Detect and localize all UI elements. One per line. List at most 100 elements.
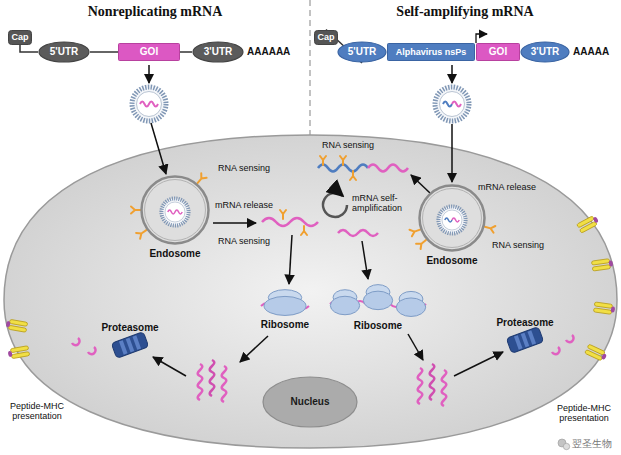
node-label: Proteasome: [496, 317, 553, 329]
rna-sensor-shape: [340, 156, 346, 165]
endosome-membrane: [420, 186, 485, 251]
ellipse-outline: [263, 377, 357, 427]
mhc-chain: [10, 346, 28, 353]
mhc-chain: [592, 265, 610, 271]
node-label: Alphavirus nsPs: [396, 47, 467, 57]
ribosome-large-subunit: [330, 296, 359, 314]
lipid-shell: [161, 198, 188, 225]
rna-sensor: [301, 226, 307, 235]
process-note: RNA sensing: [322, 140, 374, 150]
mrna-strand: [452, 102, 461, 107]
ribosome-shape: [264, 290, 306, 316]
ribosome-cluster: [330, 285, 425, 317]
proteasome-symbol: Proteasome: [507, 331, 543, 349]
node-label: Endosome: [426, 255, 477, 267]
bound-peptide: [593, 216, 599, 223]
lipid-nanoparticle: [161, 198, 188, 225]
flow-arrow: [151, 123, 166, 174]
rna-sensor-shape: [301, 226, 307, 235]
flow-arrow: [451, 124, 453, 182]
proteasome-ring: [514, 335, 523, 350]
rna-sensor: [320, 156, 326, 165]
node-label: Cap: [317, 32, 334, 42]
rna-sensor: [484, 223, 495, 232]
node-label: Cap: [11, 32, 28, 42]
mrna-strand: [368, 165, 408, 172]
mhc-chain: [591, 259, 609, 265]
bound-peptide: [610, 306, 615, 312]
utr-ellipse: 3'UTR: [520, 41, 570, 63]
flow-arrow: [411, 175, 430, 193]
cell-outline: [4, 135, 617, 448]
node-shape: [263, 288, 307, 316]
nsp-box: Alphavirus nsPs: [387, 43, 475, 61]
protein-helix: [222, 366, 227, 402]
rna-sensor-shape: [410, 226, 422, 236]
lipid-shell: [132, 87, 166, 121]
lipid-nanoparticle: [438, 206, 465, 233]
mhc-molecule: [577, 214, 600, 233]
flow-arrow: [362, 241, 368, 279]
process-note: RNA sensing: [218, 163, 270, 173]
replicase-strand: [445, 218, 452, 222]
mhc-chain: [585, 350, 603, 361]
lipid-core: [440, 92, 465, 117]
node-label: 3'UTR: [204, 46, 233, 58]
process-note: Peptide-MHC presentation: [6, 402, 68, 422]
proteasome-ring: [521, 333, 530, 348]
lipid-core: [137, 92, 162, 117]
mhc-chain: [593, 308, 611, 314]
rna-sensor: [280, 210, 286, 219]
bound-peptide: [6, 321, 11, 328]
rna-sensor-shape: [484, 223, 495, 232]
mhc-molecule: [5, 319, 27, 332]
backbone-line: [90, 51, 118, 53]
ribosome-symbol: Ribosome: [328, 283, 428, 317]
mhc-molecule: [591, 258, 613, 271]
flow-arrow: [213, 222, 256, 224]
endosome-membrane: [423, 189, 482, 248]
node-shape: [418, 184, 486, 252]
box-outline: [315, 30, 338, 44]
amplification-cycle: [323, 193, 347, 217]
flow-arrow: [408, 334, 423, 360]
utr-ellipse: 5'UTR: [38, 41, 90, 63]
endosome-circle: Endosome: [140, 175, 210, 245]
rna-sensor-shape: [131, 207, 141, 214]
icon-bubble: [563, 443, 569, 449]
box-outline: [119, 44, 180, 61]
mhc-chain: [594, 302, 612, 308]
bound-peptide: [608, 260, 613, 266]
box-outline: [9, 30, 32, 44]
peptide-fragment: [552, 347, 560, 354]
proteasome-ring: [126, 338, 135, 353]
bound-peptide: [601, 353, 607, 360]
protein-helix: [430, 364, 435, 400]
peptide-fragment: [88, 347, 96, 354]
node-label: 5'UTR: [348, 46, 377, 58]
node-shape: [507, 331, 543, 349]
lipid-core: [442, 210, 462, 230]
protein-helix: [210, 360, 215, 396]
ellipse-outline: [521, 42, 569, 62]
mhc-molecule: [7, 346, 29, 359]
proteasome-ring: [527, 330, 536, 345]
node-label: 3'UTR: [531, 46, 560, 58]
watermark: 翌圣生物: [572, 438, 612, 450]
flow-arrow: [451, 65, 453, 83]
ribosome-symbol: Ribosome: [263, 288, 307, 316]
flow-arrow: [240, 336, 268, 362]
mhc-chain: [11, 352, 29, 359]
process-note: RNA sensing: [492, 240, 544, 250]
process-note: mRNA self-amplification: [352, 194, 412, 214]
box-outline: [388, 44, 475, 61]
node-label: Nucleus: [291, 396, 330, 408]
node-label: Ribosome: [354, 320, 402, 332]
panel-title: Nonreplicating mRNA: [88, 4, 223, 20]
lipid-shell: [438, 206, 465, 233]
proteasome-body: [506, 327, 543, 354]
mrna-strand: [452, 218, 459, 222]
rna-sensor: [410, 226, 422, 236]
ribosome-large-subunit: [396, 298, 425, 316]
polya-tail: AAAAA: [573, 46, 609, 58]
